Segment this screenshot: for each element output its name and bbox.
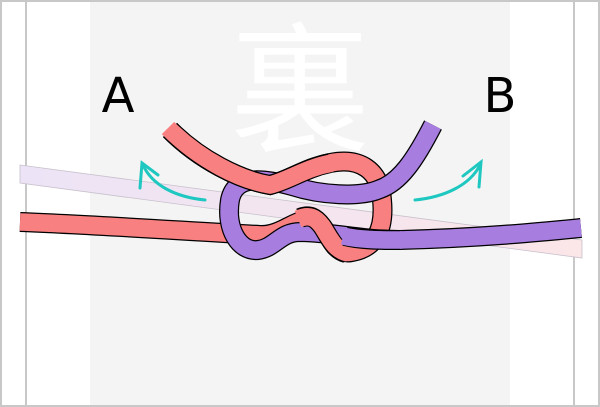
rope-b-overlap — [340, 226, 403, 250]
rope-a-overlap — [161, 121, 351, 263]
rope-b — [219, 120, 582, 260]
curved-arrow-right-up-icon — [413, 158, 483, 202]
curved-arrow-left-up-icon — [138, 160, 207, 202]
label-a: A — [102, 68, 135, 124]
label-b: B — [484, 68, 517, 124]
watermark-kanji: 裏 — [230, 11, 370, 174]
